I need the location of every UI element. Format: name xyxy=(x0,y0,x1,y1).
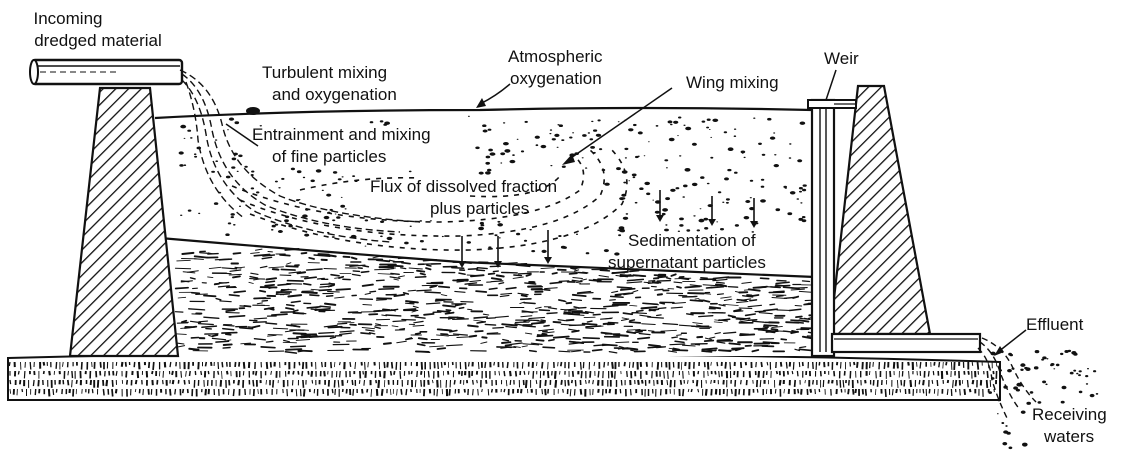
label-flux-1: Flux of dissolved fraction xyxy=(370,177,557,196)
atmospheric-leader xyxy=(480,84,510,104)
weir-leader xyxy=(826,70,836,100)
label-incoming-2: dredged material xyxy=(34,31,162,50)
right-dike xyxy=(830,86,930,334)
outlet-pipe xyxy=(832,334,980,352)
left-dike xyxy=(70,88,178,356)
label-flux-2: plus particles xyxy=(430,199,529,218)
label-entrainment-2: of fine particles xyxy=(272,147,386,166)
label-receiving-1: Receiving xyxy=(1032,405,1107,424)
label-entrainment-1: Entrainment and mixing xyxy=(252,125,431,144)
label-effluent: Effluent xyxy=(1026,315,1084,334)
ground-layer xyxy=(8,353,1000,400)
label-atmospheric-1: Atmospheric xyxy=(508,47,603,66)
effluent-leader xyxy=(998,330,1026,352)
wing-leader xyxy=(568,88,672,160)
label-turbulent-1: Turbulent mixing xyxy=(262,63,387,82)
label-receiving-2: waters xyxy=(1043,427,1094,446)
label-sedimentation-2: supernatant particles xyxy=(608,253,766,272)
inflow-pipe xyxy=(30,60,182,84)
label-incoming-1: Incoming xyxy=(34,9,103,28)
label-weir: Weir xyxy=(824,49,859,68)
label-wing-mixing: Wing mixing xyxy=(686,73,779,92)
label-atmospheric-2: oxygenation xyxy=(510,69,602,88)
label-sedimentation-1: Sedimentation of xyxy=(628,231,756,250)
label-turbulent-2: and oxygenation xyxy=(272,85,397,104)
